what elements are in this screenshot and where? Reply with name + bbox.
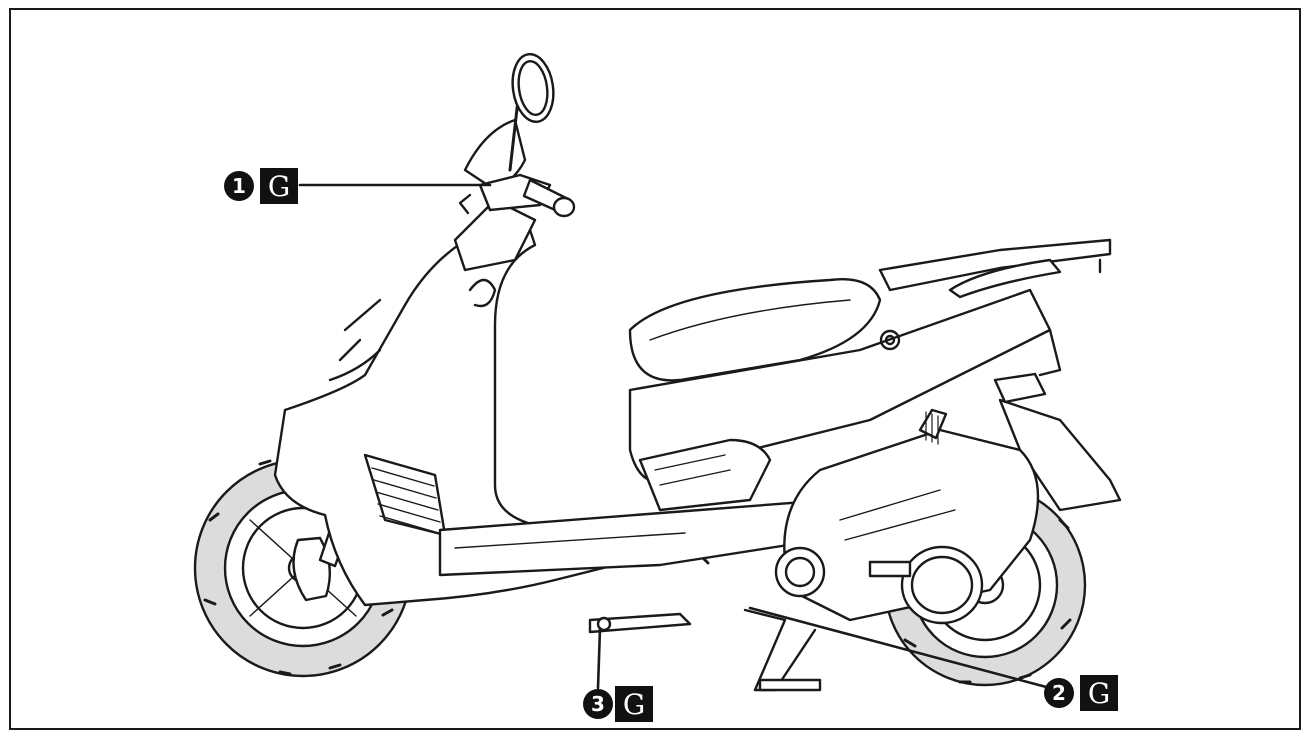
callout-letter-2: G [1080,675,1118,711]
callout-1: 1 G [224,168,298,204]
callout-letter-1: G [260,168,298,204]
leader-line-2 [748,606,1052,690]
callout-number-3: 3 [583,689,613,719]
rear-body [628,288,1062,512]
callout-number-2: 2 [1044,678,1074,708]
rear-rack [878,238,1112,299]
seat [628,278,882,382]
mirror [508,53,555,172]
callout-2: 2 G [1044,675,1118,711]
callout-3: 3 G [583,686,653,722]
leader-line-3 [596,626,602,690]
engine-case [774,408,1040,625]
handlebar [453,118,576,272]
center-stand [743,608,822,692]
callout-letter-3: G [615,686,653,722]
side-stand [588,612,692,634]
callout-number-1: 1 [224,171,254,201]
leader-lines [298,183,1052,690]
